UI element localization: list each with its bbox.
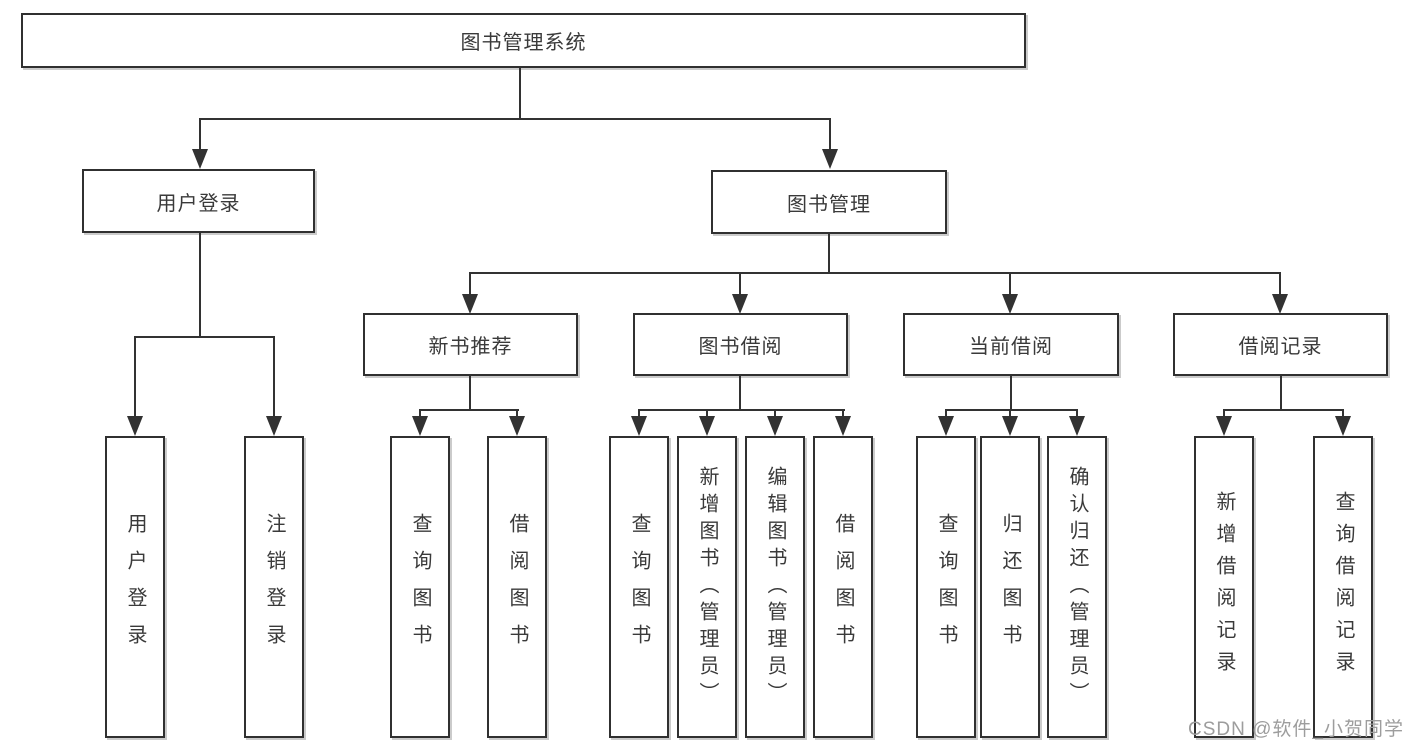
- connector-vline: [829, 118, 831, 151]
- connector-vline: [199, 233, 201, 338]
- leaf-label: 注销登录: [263, 513, 285, 661]
- leaf-label: 借阅图书: [832, 513, 854, 661]
- connector-vline: [638, 409, 640, 417]
- node-label: 借阅记录: [1238, 336, 1323, 358]
- connector-vline: [774, 409, 776, 417]
- connector-arrow-down: [1216, 416, 1232, 436]
- connector-hline: [1223, 409, 1344, 411]
- connector-vline: [1342, 409, 1344, 417]
- connector-vline: [1010, 376, 1012, 411]
- connector-vline: [706, 409, 708, 417]
- leaf-edit-books-admin: 编辑图书（管理员）: [745, 436, 805, 738]
- connector-hline: [638, 409, 845, 411]
- connector-arrow-down: [1002, 294, 1018, 314]
- connector-arrow-down: [127, 416, 143, 436]
- node-root-label: 图书管理系统: [460, 32, 587, 54]
- leaf-label: 编辑图书（管理员）: [764, 465, 786, 709]
- node-label: 当前借阅: [969, 336, 1053, 358]
- connector-arrow-down: [631, 416, 647, 436]
- leaf-label: 查询图书: [935, 513, 957, 661]
- connector-vline: [419, 409, 421, 417]
- leaf-borrow-books-recommend: 借阅图书: [487, 436, 547, 738]
- node-label: 新书推荐: [428, 336, 513, 358]
- connector-arrow-down: [938, 416, 954, 436]
- node-label: 图书借阅: [698, 336, 783, 358]
- connector-hline: [199, 118, 831, 120]
- connector-vline: [1279, 272, 1281, 294]
- connector-vline: [842, 409, 844, 417]
- node-label: 用户登录: [156, 192, 241, 215]
- leaf-label: 新增借阅记录: [1213, 491, 1235, 683]
- leaf-label: 用户登录: [124, 513, 146, 661]
- connector-vline: [1009, 409, 1011, 417]
- leaf-borrow-books: 借阅图书: [813, 436, 873, 738]
- connector-vline: [945, 409, 947, 417]
- connector-hline: [419, 409, 519, 411]
- connector-vline: [828, 234, 830, 274]
- connector-vline: [1076, 409, 1078, 417]
- leaf-user-login: 用户登录: [105, 436, 165, 738]
- leaf-logout: 注销登录: [244, 436, 304, 738]
- node-borrowing-records: 借阅记录: [1173, 313, 1388, 376]
- node-root: 图书管理系统: [21, 13, 1026, 68]
- connector-arrow-down: [1069, 416, 1085, 436]
- node-label: 图书管理: [787, 193, 871, 216]
- leaf-label: 归还图书: [999, 513, 1021, 661]
- connector-arrow-down: [192, 149, 208, 169]
- connector-arrow-down: [699, 416, 715, 436]
- leaf-confirm-return-admin: 确认归还（管理员）: [1047, 436, 1107, 738]
- leaf-return-books: 归还图书: [980, 436, 1040, 738]
- connector-vline: [1280, 376, 1282, 411]
- leaf-add-books-admin: 新增图书（管理员）: [677, 436, 737, 738]
- connector-arrow-down: [266, 416, 282, 436]
- node-user-login: 用户登录: [82, 169, 315, 233]
- leaf-label: 查询图书: [409, 513, 431, 661]
- leaf-label: 新增图书（管理员）: [696, 465, 718, 709]
- leaf-label: 确认归还（管理员）: [1066, 465, 1088, 709]
- connector-arrow-down: [1335, 416, 1351, 436]
- node-book-management: 图书管理: [711, 170, 947, 234]
- node-current-borrowing: 当前借阅: [903, 313, 1119, 376]
- connector-vline: [739, 272, 741, 294]
- node-new-book-recommend: 新书推荐: [363, 313, 578, 376]
- leaf-label: 借阅图书: [506, 513, 528, 661]
- connector-vline: [1223, 409, 1225, 417]
- connector-vline: [1009, 272, 1011, 294]
- connector-arrow-down: [767, 416, 783, 436]
- leaf-query-books-recommend: 查询图书: [390, 436, 450, 738]
- connector-arrow-down: [1272, 294, 1288, 314]
- leaf-query-books-current: 查询图书: [916, 436, 976, 738]
- connector-vline: [199, 118, 201, 151]
- connector-hline: [134, 336, 275, 338]
- watermark-text: CSDN @软件_小贺同学: [1188, 719, 1404, 740]
- connector-vline: [273, 336, 275, 416]
- connector-vline: [469, 376, 471, 411]
- leaf-query-books-borrowing: 查询图书: [609, 436, 669, 738]
- connector-hline: [945, 409, 1078, 411]
- connector-vline: [739, 376, 741, 411]
- connector-arrow-down: [462, 294, 478, 314]
- connector-vline: [519, 68, 521, 120]
- leaf-add-borrow-record: 新增借阅记录: [1194, 436, 1254, 738]
- connector-vline: [134, 336, 136, 416]
- connector-hline: [469, 272, 1281, 274]
- connector-arrow-down: [509, 416, 525, 436]
- node-book-borrowing: 图书借阅: [633, 313, 848, 376]
- leaf-label: 查询借阅记录: [1332, 491, 1354, 683]
- connector-arrow-down: [732, 294, 748, 314]
- connector-arrow-down: [1002, 416, 1018, 436]
- connector-arrow-down: [835, 416, 851, 436]
- connector-vline: [516, 409, 518, 417]
- connector-arrow-down: [822, 149, 838, 169]
- connector-arrow-down: [412, 416, 428, 436]
- leaf-label: 查询图书: [628, 513, 650, 661]
- leaf-query-borrow-record: 查询借阅记录: [1313, 436, 1373, 738]
- connector-vline: [469, 272, 471, 294]
